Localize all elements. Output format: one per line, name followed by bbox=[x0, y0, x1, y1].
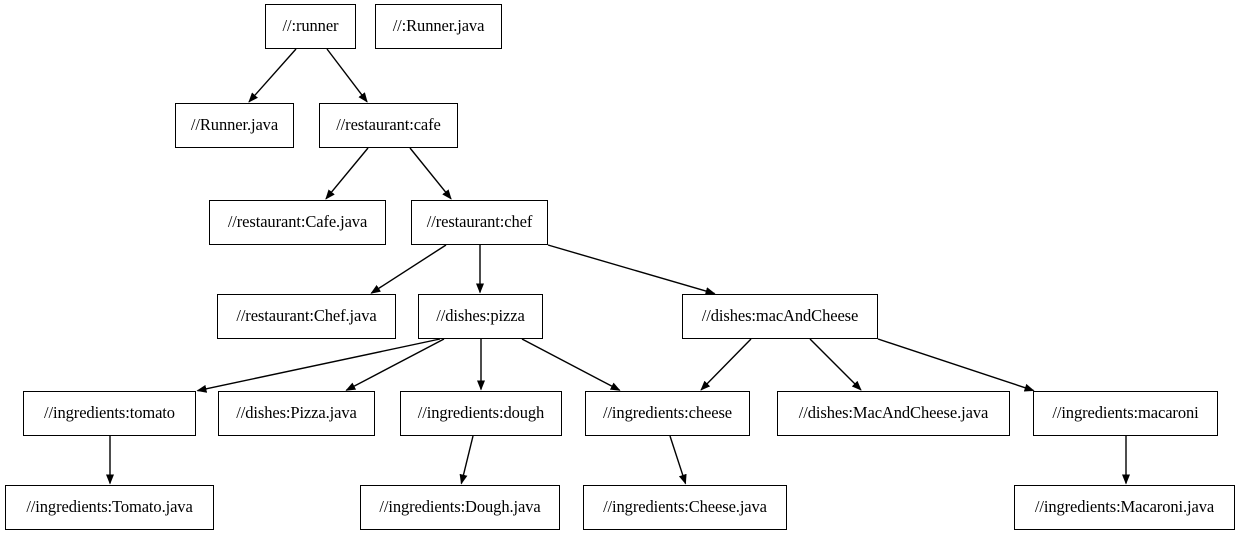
node-label: //restaurant:chef bbox=[426, 212, 533, 232]
graph-edge-dishes_macandcheese-to-ingredients_macaroni bbox=[877, 338, 1035, 392]
node-label: //ingredients:macaroni bbox=[1052, 403, 1199, 423]
graph-node-dough_java[interactable]: //ingredients:Dough.java bbox=[360, 485, 560, 530]
node-label: //ingredients:tomato bbox=[44, 403, 175, 423]
node-label: //dishes:MacAndCheese.java bbox=[798, 403, 989, 423]
graph-edge-dishes_macandcheese-to-ingredients_cheese bbox=[700, 338, 752, 391]
graph-edge-dishes_pizza-to-dishes_pizza_java bbox=[345, 338, 445, 391]
node-label: //restaurant:cafe bbox=[336, 115, 441, 135]
node-label: //:runner bbox=[282, 16, 339, 36]
node-label: //dishes:pizza bbox=[436, 306, 525, 326]
graph-node-restaurant_chef[interactable]: //restaurant:chef bbox=[411, 200, 548, 245]
graph-node-dishes_macandcheese[interactable]: //dishes:macAndCheese bbox=[682, 294, 878, 339]
node-label: //:Runner.java bbox=[392, 16, 485, 36]
graph-node-macaroni_java[interactable]: //ingredients:Macaroni.java bbox=[1014, 485, 1235, 530]
graph-node-dishes_pizza_java[interactable]: //dishes:Pizza.java bbox=[218, 391, 375, 436]
node-label: //ingredients:dough bbox=[417, 403, 545, 423]
graph-node-dishes_mac_java[interactable]: //dishes:MacAndCheese.java bbox=[777, 391, 1010, 436]
graph-node-ingredients_dough[interactable]: //ingredients:dough bbox=[400, 391, 562, 436]
graph-node-restaurant_cafe_java[interactable]: //restaurant:Cafe.java bbox=[209, 200, 386, 245]
node-label: //ingredients:cheese bbox=[602, 403, 733, 423]
graph-edge-runner_target-to-restaurant_cafe bbox=[326, 48, 368, 103]
graph-node-tomato_java[interactable]: //ingredients:Tomato.java bbox=[5, 485, 214, 530]
node-label: //ingredients:Macaroni.java bbox=[1034, 497, 1215, 517]
graph-node-cheese_java[interactable]: //ingredients:Cheese.java bbox=[583, 485, 787, 530]
node-label: //ingredients:Cheese.java bbox=[603, 497, 767, 517]
graph-node-runner_java[interactable]: //Runner.java bbox=[175, 103, 294, 148]
node-label: //restaurant:Chef.java bbox=[236, 306, 377, 326]
node-label: //dishes:macAndCheese bbox=[701, 306, 859, 326]
graph-edge-ingredients_cheese-to-cheese_java bbox=[669, 435, 687, 485]
graph-edge-dishes_pizza-to-ingredients_tomato bbox=[196, 338, 441, 393]
node-label: //ingredients:Dough.java bbox=[379, 497, 541, 517]
graph-edge-ingredients_dough-to-dough_java bbox=[459, 435, 474, 485]
graph-node-restaurant_cafe[interactable]: //restaurant:cafe bbox=[319, 103, 458, 148]
graph-edge-restaurant_cafe-to-restaurant_cafe_java bbox=[325, 147, 369, 200]
node-label: //dishes:Pizza.java bbox=[236, 403, 357, 423]
graph-node-ingredients_cheese[interactable]: //ingredients:cheese bbox=[585, 391, 750, 436]
node-label: //ingredients:Tomato.java bbox=[26, 497, 193, 517]
graph-node-runner_java_root[interactable]: //:Runner.java bbox=[375, 4, 502, 49]
graph-node-runner_target[interactable]: //:runner bbox=[265, 4, 356, 49]
graph-node-dishes_pizza[interactable]: //dishes:pizza bbox=[418, 294, 543, 339]
graph-edge-dishes_pizza-to-ingredients_cheese bbox=[521, 338, 621, 391]
graph-edge-dishes_macandcheese-to-dishes_mac_java bbox=[809, 338, 862, 391]
graph-edge-restaurant_chef-to-restaurant_chef_java bbox=[370, 244, 447, 294]
node-label: //restaurant:Cafe.java bbox=[227, 212, 368, 232]
node-label: //Runner.java bbox=[190, 115, 279, 135]
graph-edge-runner_target-to-runner_java bbox=[248, 48, 297, 103]
graph-node-restaurant_chef_java[interactable]: //restaurant:Chef.java bbox=[217, 294, 396, 339]
graph-node-ingredients_tomato[interactable]: //ingredients:tomato bbox=[23, 391, 196, 436]
graph-node-ingredients_macaroni[interactable]: //ingredients:macaroni bbox=[1033, 391, 1218, 436]
graph-edge-restaurant_chef-to-dishes_macandcheese bbox=[547, 244, 716, 295]
graph-edge-restaurant_cafe-to-restaurant_chef bbox=[409, 147, 452, 200]
